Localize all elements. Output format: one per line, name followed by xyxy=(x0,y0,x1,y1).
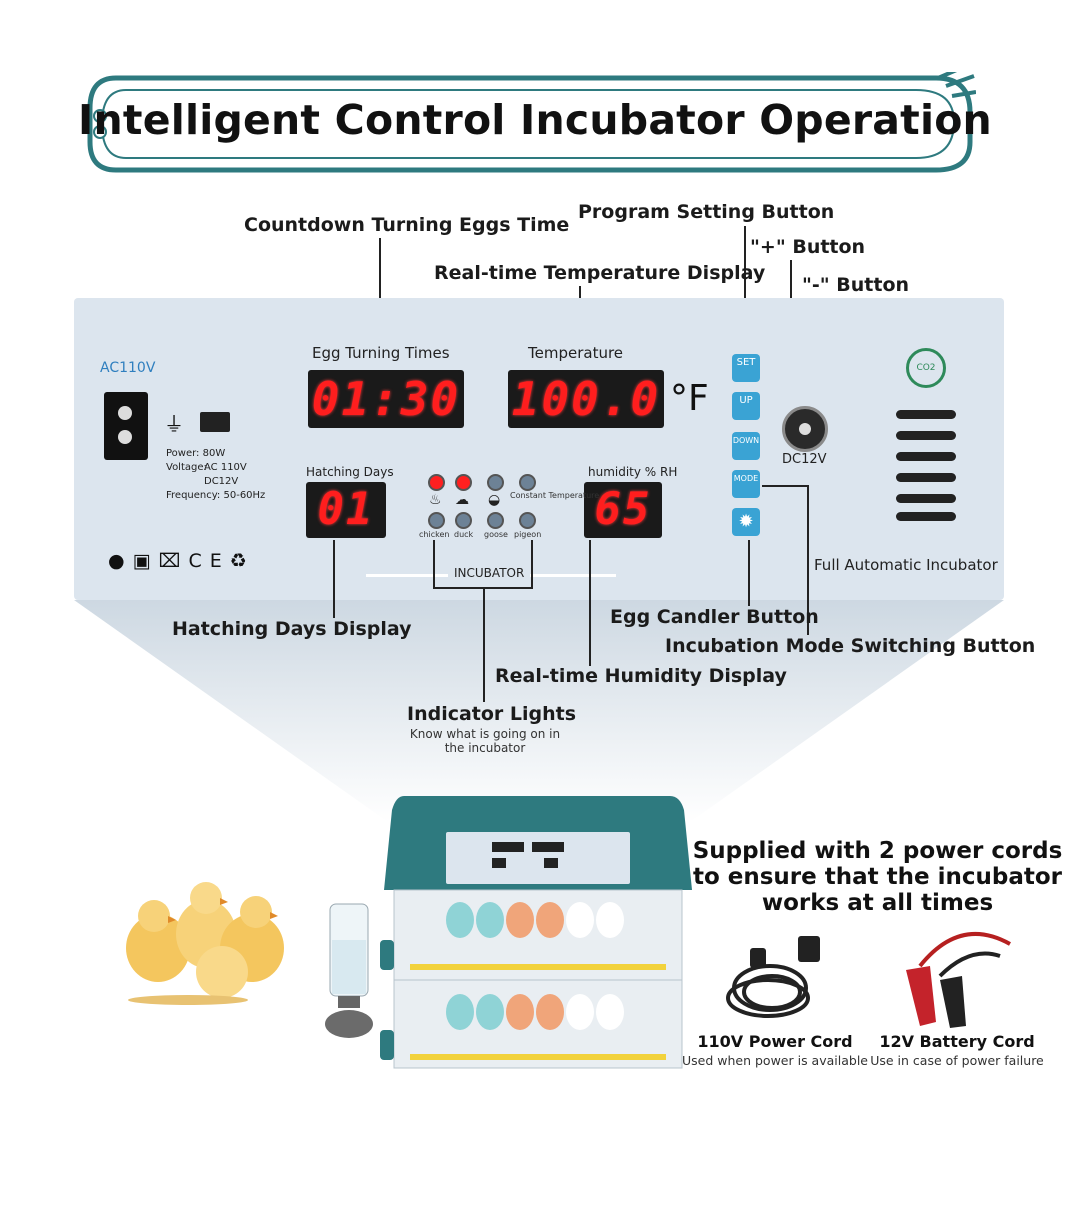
flame-icon: ♨ xyxy=(429,492,442,508)
led-label-chicken: chicken xyxy=(419,530,450,539)
temperature-label: Temperature xyxy=(528,344,624,362)
set-button[interactable]: SET xyxy=(732,354,760,382)
callout-program-setting: Program Setting Button xyxy=(578,201,835,223)
page-title: Intelligent Control Incubator Operation xyxy=(78,96,992,144)
title-banner xyxy=(87,72,976,173)
full-auto-label: Full Automatic Incubator xyxy=(814,556,998,574)
mode-button[interactable]: MODE xyxy=(732,470,760,498)
plug-icon: ⏚ xyxy=(164,412,184,436)
recycling-icon: ♻ xyxy=(229,550,255,572)
callout-hatching-days: Hatching Days Display xyxy=(172,618,412,640)
down-button[interactable]: DOWN xyxy=(732,432,760,460)
power-cord-title: 110V Power Cord xyxy=(697,1032,853,1051)
temperature-unit: °F xyxy=(670,378,709,419)
vent-slot xyxy=(896,431,956,440)
power-spec: Power: 80W xyxy=(166,448,226,459)
supplied-line2: to ensure that the incubator xyxy=(692,864,1063,890)
humidity-display: 65 xyxy=(584,482,662,538)
vent-slot xyxy=(896,473,956,482)
dc12v-label: DC12V xyxy=(782,452,827,467)
double-insulation-icon: ▣ xyxy=(132,550,159,572)
indicator-sub1: Know what is going on in xyxy=(409,727,561,741)
candler-button[interactable]: ✹ xyxy=(732,508,760,536)
power-cord-sub: Used when power is available xyxy=(682,1053,868,1068)
water-bottle-image xyxy=(325,903,373,1038)
ce-mark: CE xyxy=(188,550,230,572)
led-label-pigeon: pigeon xyxy=(514,530,542,539)
hatching-days-display: 01 xyxy=(306,482,386,538)
led-goose[interactable] xyxy=(487,512,504,529)
battery-cord-sub: Use in case of power failure xyxy=(870,1053,1044,1068)
led-duck[interactable] xyxy=(455,512,472,529)
vent-slot xyxy=(896,494,956,503)
indicator-sub2: the incubator xyxy=(444,741,526,755)
temperature-display: 100.0 xyxy=(508,370,664,428)
egg-turning-display: 01:30 xyxy=(308,370,464,428)
led-chicken[interactable] xyxy=(428,512,445,529)
supplied-line3: works at all times xyxy=(761,890,994,916)
sun-icon: ✹ xyxy=(738,511,754,532)
supplied-line1: Supplied with 2 power cords xyxy=(692,838,1063,864)
light-beam xyxy=(74,600,1004,822)
vent-slot xyxy=(896,512,956,521)
up-button[interactable]: UP xyxy=(732,392,760,420)
led-heating xyxy=(428,474,445,491)
dc12v-port[interactable] xyxy=(782,406,828,452)
led-pigeon[interactable] xyxy=(519,512,536,529)
constant-temp-label: Constant Temperature xyxy=(510,491,600,500)
cert-icons: ●▣⌧CE♻ xyxy=(108,550,255,572)
led-turning xyxy=(487,474,504,491)
egg-icon: ◒ xyxy=(488,492,501,508)
voltage-dc: DC12V xyxy=(204,476,239,487)
callout-realtime-temp: Real-time Temperature Display xyxy=(434,262,766,284)
led-constant xyxy=(519,474,536,491)
battery-cord-title: 12V Battery Cord xyxy=(879,1032,1035,1051)
egg-turning-label: Egg Turning Times xyxy=(312,344,450,362)
callout-plus-button: "+" Button xyxy=(750,236,866,258)
co2-icon: CO2 xyxy=(906,348,946,388)
chicks-image xyxy=(126,882,284,1005)
callout-mode-switch: Incubation Mode Switching Button xyxy=(665,635,1036,657)
supplied-note: Supplied with 2 power cords to ensure th… xyxy=(690,838,1065,916)
control-panel: AC110V ⏚ Power: 80W Voltage: AC 110V DC1… xyxy=(74,298,1004,600)
led-label-duck: duck xyxy=(454,530,474,539)
cloud-icon: ☁ xyxy=(455,492,469,508)
incubator-image xyxy=(380,796,692,1069)
callout-countdown: Countdown Turning Eggs Time xyxy=(244,214,570,236)
led-humidify xyxy=(455,474,472,491)
vent-slot xyxy=(896,410,956,419)
incubator-label: INCUBATOR xyxy=(448,566,531,580)
frequency-spec: Frequency: 50-60Hz xyxy=(166,490,266,501)
weee-icon: ⌧ xyxy=(158,550,189,572)
ac-label: AC110V xyxy=(100,360,156,376)
callout-realtime-humidity: Real-time Humidity Display xyxy=(495,665,787,687)
humidity-label: humidity % RH xyxy=(588,465,678,479)
battery-icon xyxy=(200,412,230,432)
voltage-ac: AC 110V xyxy=(204,462,247,473)
callout-egg-candler: Egg Candler Button xyxy=(610,606,819,628)
vent-slot xyxy=(896,452,956,461)
recycle-icon: ● xyxy=(108,550,133,572)
hatching-days-label: Hatching Days xyxy=(306,465,394,479)
led-label-goose: goose xyxy=(484,530,508,539)
battery-cord-image xyxy=(906,931,1011,1028)
voltage-label: Voltage: xyxy=(166,462,207,473)
power-cord-image xyxy=(726,936,820,1018)
callout-indicator-lights: Indicator Lights xyxy=(407,703,577,725)
callout-minus-button: "-" Button xyxy=(802,274,910,296)
power-socket[interactable] xyxy=(104,392,148,460)
